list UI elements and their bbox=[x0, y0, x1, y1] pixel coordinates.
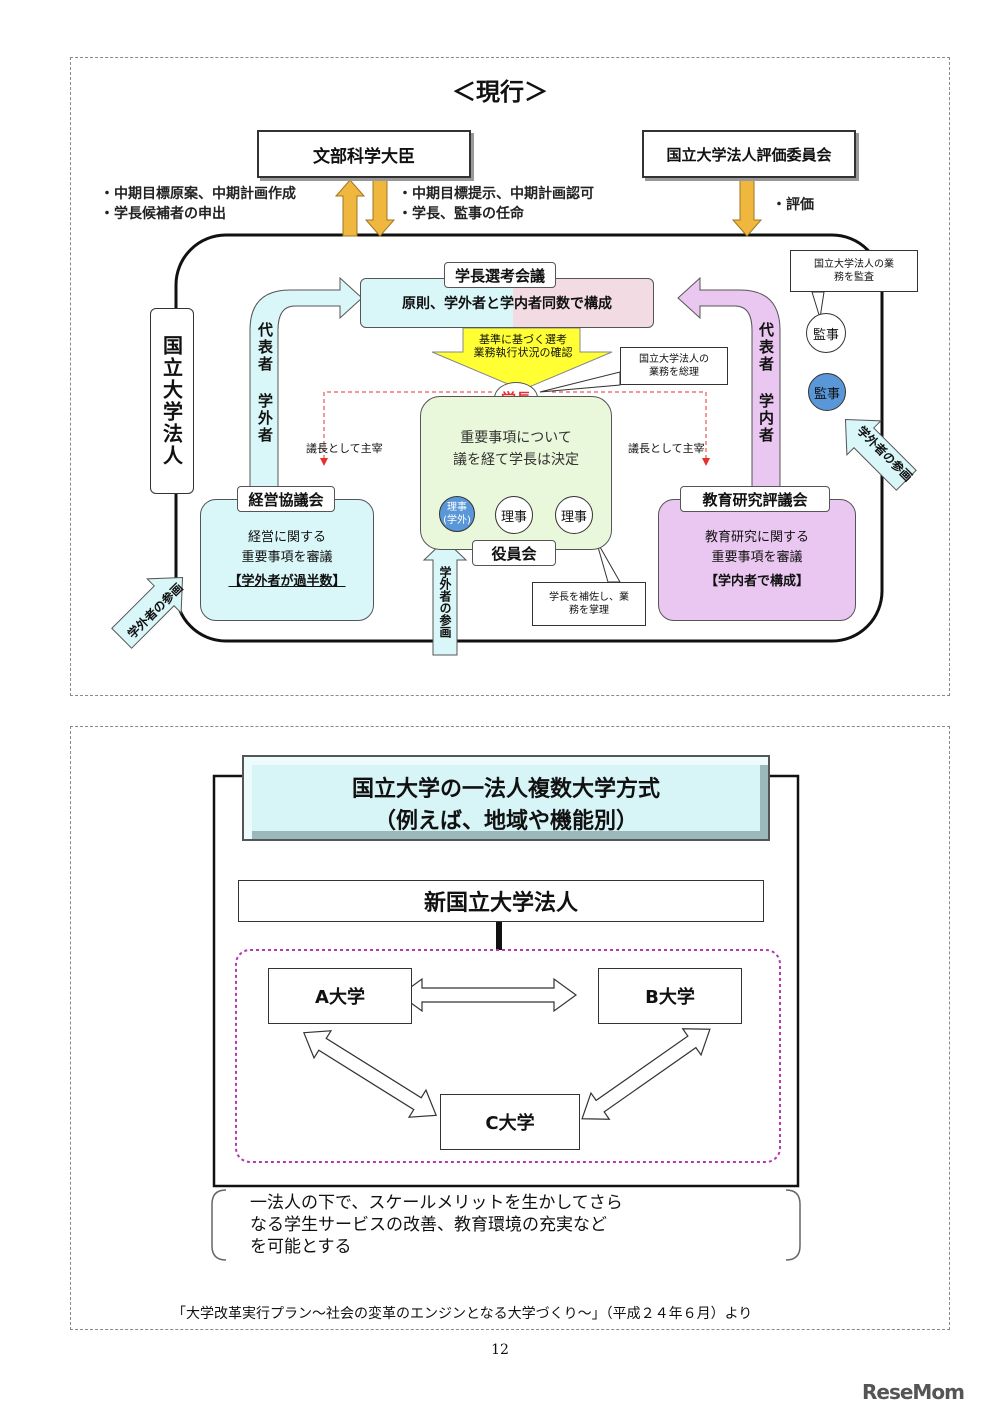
red-dashed-line bbox=[320, 391, 492, 466]
univ-b-label: B大学 bbox=[645, 987, 695, 1008]
orange-arrow-down bbox=[364, 179, 396, 237]
summary-bracket-right bbox=[785, 1189, 801, 1261]
director-ext-circle: 理事 (学外) bbox=[439, 496, 475, 532]
minister-label: 文部科学大臣 bbox=[313, 146, 415, 167]
scheme-title-line2: （例えば、地域や機能別） bbox=[373, 809, 638, 834]
orange-arrow-eval bbox=[731, 179, 763, 237]
director-label-2: 理事 bbox=[560, 509, 587, 525]
board-label: 役員会 bbox=[491, 544, 537, 563]
criteria-label: 基準に基づく選考 業務執行状況の確認 bbox=[473, 333, 573, 359]
connector-bar bbox=[496, 922, 502, 950]
scheme-title-line1: 国立大学の一法人複数大学方式 bbox=[351, 777, 660, 802]
auditor-circle-2: 監事 bbox=[808, 373, 846, 411]
yellow-criteria-arrow bbox=[431, 327, 613, 391]
mgmt-title-box: 経営協議会 bbox=[237, 486, 335, 512]
corp-label: 国立大学法人 bbox=[159, 335, 184, 467]
mgmt-body: 経営に関する 重要事項を審議 bbox=[241, 530, 333, 565]
rep-external: 代表者 学外者 bbox=[256, 322, 274, 444]
arrow-a-b bbox=[398, 977, 578, 1013]
director-ext-label: 理事 (学外) bbox=[443, 502, 471, 526]
auditor-label-2: 監事 bbox=[813, 386, 840, 402]
purple-curved-arrow bbox=[677, 276, 781, 496]
director-circle-1: 理事 bbox=[495, 496, 533, 534]
chair-label-right: 議長として主宰 bbox=[628, 442, 705, 455]
new-corp-box: 新国立大学法人 bbox=[238, 880, 764, 922]
edu-note: 【学内者で構成】 bbox=[704, 574, 809, 589]
bottom-panel bbox=[70, 726, 950, 1330]
right-note: ・中期目標提示、中期計画認可 ・学長、監事の任命 bbox=[398, 186, 594, 222]
selection-council-body: 原則、学外者と学内者同数で構成 bbox=[402, 296, 612, 312]
selection-council-title: 学長選考会議 bbox=[444, 262, 556, 288]
minister-box: 文部科学大臣 bbox=[257, 130, 471, 178]
watermark-logo: ReseMom bbox=[862, 1380, 965, 1404]
eval-committee-box: 国立大学法人評価委員会 bbox=[642, 130, 856, 178]
mgmt-title: 経営協議会 bbox=[248, 490, 324, 509]
arrow-b-c bbox=[581, 1028, 711, 1120]
external-arrow-left bbox=[111, 576, 184, 649]
scheme-title-box: 国立大学の一法人複数大学方式 （例えば、地域や機能別） bbox=[242, 755, 770, 841]
orange-arrow-up bbox=[334, 179, 366, 237]
source-note: 「大学改革実行プラン～社会の変革のエンジンとなる大学づくり～」（平成２４年６月）… bbox=[172, 1306, 753, 1322]
auditor-label-1: 監事 bbox=[812, 327, 839, 343]
director-callout: 学長を補佐し、業 務を掌理 bbox=[532, 582, 646, 626]
director-callout-text: 学長を補佐し、業 務を掌理 bbox=[549, 592, 629, 616]
president-callout: 国立大学法人の 業務を総理 bbox=[620, 347, 728, 385]
top-title: ＜現行＞ bbox=[452, 78, 548, 106]
audit-callout-text: 国立大学法人の業 務を監査 bbox=[814, 259, 894, 283]
board-text: 重要事項について 議を経て学長は決定 bbox=[453, 430, 579, 468]
eval-committee-label: 国立大学法人評価委員会 bbox=[666, 145, 832, 164]
left-note: ・中期目標原案、中期計画作成 ・学長候補者の申出 bbox=[100, 186, 296, 222]
auditor-circle-1: 監事 bbox=[806, 313, 846, 353]
univ-c-label: C大学 bbox=[485, 1113, 535, 1134]
edu-body: 教育研究に関する 重要事項を審議 bbox=[704, 530, 809, 565]
summary-bracket-left bbox=[211, 1189, 227, 1261]
director-label-1: 理事 bbox=[500, 509, 527, 525]
new-corp-label: 新国立大学法人 bbox=[423, 891, 578, 916]
red-dashed-line-right bbox=[552, 391, 710, 466]
mgmt-note: 【学外者が過半数】 bbox=[228, 574, 346, 589]
selection-council-title-text: 学長選考会議 bbox=[454, 266, 545, 285]
edu-council: 教育研究に関する 重要事項を審議 【学内者で構成】 bbox=[658, 499, 856, 621]
edu-title-box: 教育研究評議会 bbox=[680, 486, 830, 512]
external-arrow-right bbox=[844, 418, 917, 491]
arrow-a-c bbox=[302, 1030, 438, 1118]
top-panel bbox=[70, 57, 950, 696]
univ-b-box: B大学 bbox=[598, 968, 742, 1024]
chair-label-left: 議長として主宰 bbox=[306, 442, 383, 455]
eval-note: ・評価 bbox=[772, 197, 814, 213]
edu-title: 教育研究評議会 bbox=[702, 490, 808, 509]
summary-text: 一法人の下で、スケールメリットを生かしてさら なる学生サービスの改善、教育環境の… bbox=[250, 1193, 623, 1257]
audit-callout-tail bbox=[811, 291, 825, 319]
rep-internal: 代表者 学内者 bbox=[757, 322, 775, 444]
president-callout-text: 国立大学法人の 業務を総理 bbox=[639, 354, 709, 378]
director-circle-2: 理事 bbox=[555, 496, 593, 534]
board-label-box: 役員会 bbox=[472, 540, 556, 566]
external-arrow-center bbox=[422, 539, 468, 656]
university-group bbox=[235, 949, 781, 1163]
corp-label-box: 国立大学法人 bbox=[150, 308, 194, 494]
mgmt-council: 経営に関する 重要事項を審議 【学外者が過半数】 bbox=[200, 499, 374, 621]
univ-c-box: C大学 bbox=[440, 1094, 580, 1150]
page-number: 12 bbox=[491, 1342, 509, 1358]
univ-a-label: A大学 bbox=[315, 987, 365, 1008]
audit-callout: 国立大学法人の業 務を監査 bbox=[790, 250, 918, 292]
univ-a-box: A大学 bbox=[268, 968, 412, 1024]
external-label-center: 学外者の参画 bbox=[438, 566, 452, 638]
